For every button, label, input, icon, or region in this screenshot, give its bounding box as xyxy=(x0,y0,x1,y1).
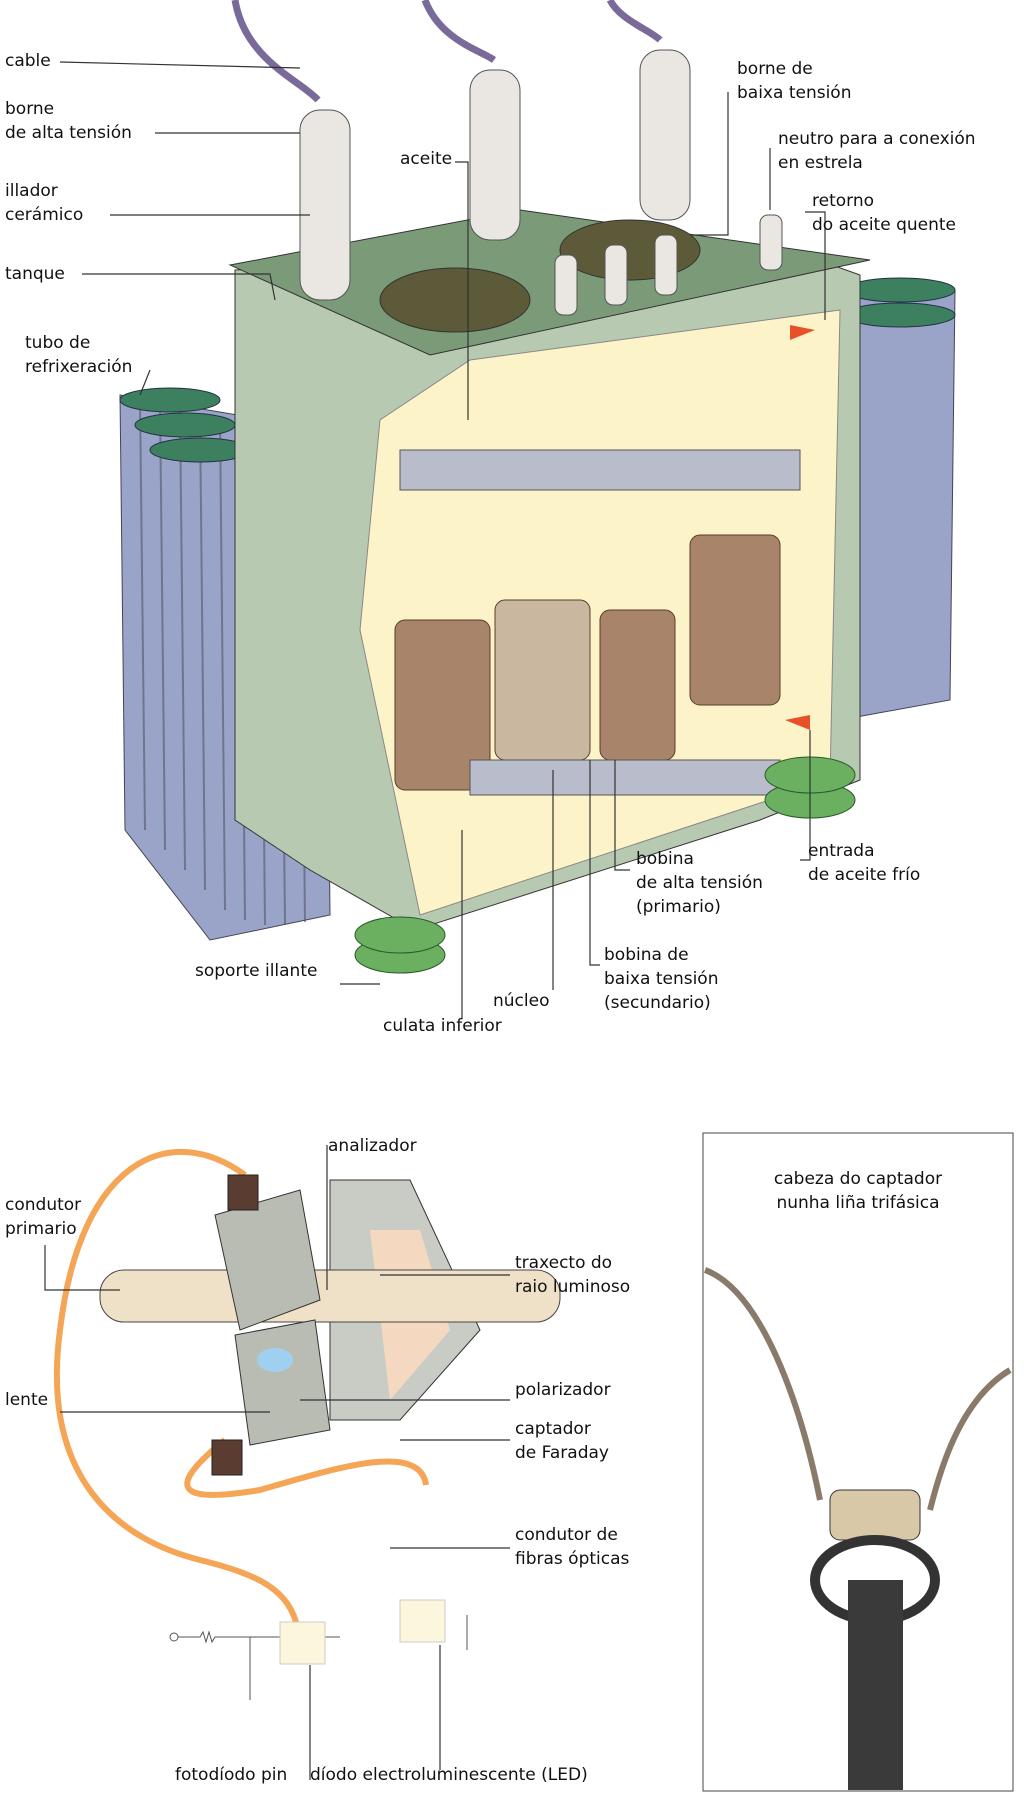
coils xyxy=(394,534,781,791)
label-lv-coil-2: baixa tensión xyxy=(604,969,719,989)
label-primary-1: condutor xyxy=(5,1195,82,1215)
inset-title-2: nunha liña trifásica xyxy=(776,1193,940,1213)
label-tank: tanque xyxy=(5,264,65,284)
label-photodiode: fotodíodo pin xyxy=(175,1765,288,1785)
leader-lines-top xyxy=(59,61,826,1018)
label-oil: aceite xyxy=(400,149,453,169)
hv-bushings xyxy=(299,49,691,301)
label-cable: cable xyxy=(5,51,51,71)
label-faraday-1: captador xyxy=(515,1419,591,1439)
label-insulator-2: cerámico xyxy=(5,205,84,225)
cables xyxy=(231,0,663,103)
label-faraday-2: de Faraday xyxy=(515,1443,609,1463)
label-lens: lente xyxy=(5,1390,49,1410)
label-neutral-2: en estrela xyxy=(778,153,863,173)
label-lv-bushing-1: borne de xyxy=(737,59,813,79)
leader-lines-bottom xyxy=(44,1145,510,1780)
label-support: soporte illante xyxy=(195,961,318,981)
label-return-1: retorno xyxy=(812,191,875,211)
label-hv-coil-2: de alta tensión xyxy=(636,873,763,893)
label-lv-coil-3: (secundario) xyxy=(604,993,711,1013)
inset-title-1: cabeza do captador xyxy=(773,1169,943,1189)
label-yoke: culata inferior xyxy=(383,1016,502,1036)
label-polarizer: polarizador xyxy=(515,1380,611,1400)
core xyxy=(399,449,801,796)
label-light-path-2: raio luminoso xyxy=(515,1277,631,1297)
label-hv-bushing-1: borne xyxy=(5,99,55,119)
label-lv-bushing-2: baixa tensión xyxy=(737,83,852,103)
circuit xyxy=(169,1599,468,1700)
label-return-2: do aceite quente xyxy=(812,215,956,235)
inset-three-phase-head xyxy=(702,1132,1014,1792)
label-core: núcleo xyxy=(493,991,550,1011)
lv-bushings xyxy=(554,214,783,316)
label-primary-2: primario xyxy=(5,1219,77,1239)
faraday-sensor xyxy=(99,1174,561,1476)
label-inlet-1: entrada xyxy=(808,841,875,861)
fiber-optic-cables xyxy=(53,1149,429,1631)
label-hv-bushing-2: de alta tensión xyxy=(5,123,132,143)
label-light-path-1: traxecto do xyxy=(515,1253,613,1273)
label-cooling-2: refrixeración xyxy=(25,357,133,377)
label-analyzer: analizador xyxy=(328,1136,417,1156)
label-inlet-2: de aceite frío xyxy=(808,865,921,885)
label-cooling-1: tubo de xyxy=(25,333,91,353)
label-led: díodo electroluminescente (LED) xyxy=(310,1765,588,1785)
label-fiber-2: fibras ópticas xyxy=(515,1549,630,1569)
oil-flow-arrows xyxy=(785,325,815,730)
label-neutral-1: neutro para a conexión xyxy=(778,129,976,149)
label-fiber-1: condutor de xyxy=(515,1525,618,1545)
label-lv-coil-1: bobina de xyxy=(604,945,689,965)
label-hv-coil-1: bobina xyxy=(636,849,694,869)
label-insulator-1: illador xyxy=(5,181,58,201)
cooling-fins-right xyxy=(839,277,956,721)
label-hv-coil-3: (primario) xyxy=(636,897,721,917)
